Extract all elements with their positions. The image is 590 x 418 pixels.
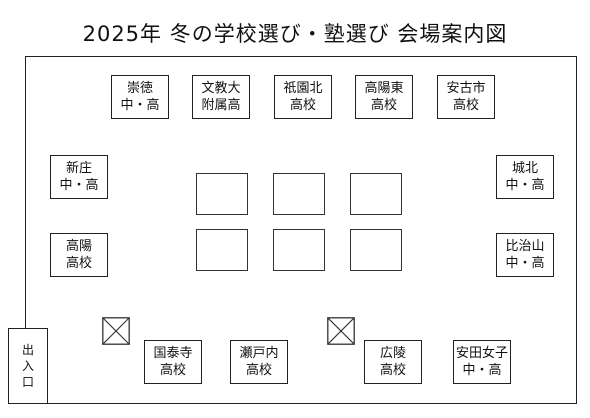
booth-name: 新庄 (65, 161, 92, 176)
center-table (273, 173, 325, 215)
booth-koryo: 広陵 高校 (364, 340, 422, 384)
entrance-char: 入 (21, 359, 34, 373)
booth-type: 高校 (452, 98, 479, 113)
booth-type: 高校 (289, 98, 316, 113)
booth-koyo: 高陽 高校 (50, 233, 108, 277)
booth-shinjo: 新庄 中・高 (50, 155, 108, 199)
booth-sutoku: 崇徳 中・高 (111, 75, 169, 119)
booth-type: 高校 (159, 363, 186, 378)
entrance-char: 出 (21, 343, 34, 357)
center-table (273, 229, 325, 271)
booth-bunkyo: 文教大 附属高 (192, 75, 250, 119)
pillar-icon (102, 317, 130, 345)
booth-name: 国泰寺 (153, 346, 193, 361)
booth-yasuda: 安田女子 中・高 (453, 340, 511, 384)
booth-type: 高校 (65, 256, 92, 271)
booth-johoku: 城北 中・高 (496, 155, 554, 199)
booth-name: 広陵 (379, 346, 406, 361)
venue-hall (25, 56, 577, 404)
booth-name: 祇園北 (283, 81, 323, 96)
booth-name: 文教大 (201, 81, 241, 96)
page-title: 2025年 冬の学校選び・塾選び 会場案内図 (82, 22, 508, 46)
center-table (350, 229, 402, 271)
center-table (196, 229, 248, 271)
booth-type: 高校 (379, 363, 406, 378)
booth-name: 城北 (511, 161, 538, 176)
booth-type: 中・高 (462, 363, 502, 378)
center-table (196, 173, 248, 215)
booth-kokutaiji: 国泰寺 高校 (144, 340, 202, 384)
entrance: 出 入 口 (8, 328, 48, 404)
booth-koyo-higashi: 高陽東 高校 (355, 75, 413, 119)
booth-type: 附属高 (201, 98, 241, 113)
booth-name: 高陽 (65, 239, 92, 254)
booth-name: 安古市 (446, 81, 486, 96)
booth-type: 中・高 (120, 98, 160, 113)
booth-setouchi: 瀬戸内 高校 (230, 340, 288, 384)
booth-name: 高陽東 (364, 81, 404, 96)
pillar-icon (327, 317, 355, 345)
booth-name: 瀬戸内 (239, 346, 279, 361)
booth-type: 高校 (245, 363, 272, 378)
booth-hijiyama: 比治山 中・高 (496, 233, 554, 277)
booth-type: 中・高 (505, 178, 545, 193)
booth-type: 中・高 (505, 256, 545, 271)
booth-type: 中・高 (59, 178, 99, 193)
entrance-char: 口 (21, 375, 34, 389)
booth-name: 安田女子 (455, 346, 508, 361)
booth-gion-kita: 祇園北 高校 (274, 75, 332, 119)
booth-type: 高校 (370, 98, 397, 113)
center-table (350, 173, 402, 215)
booth-name: 崇徳 (126, 81, 153, 96)
booth-akitakata: 安古市 高校 (437, 75, 495, 119)
booth-name: 比治山 (505, 239, 545, 254)
